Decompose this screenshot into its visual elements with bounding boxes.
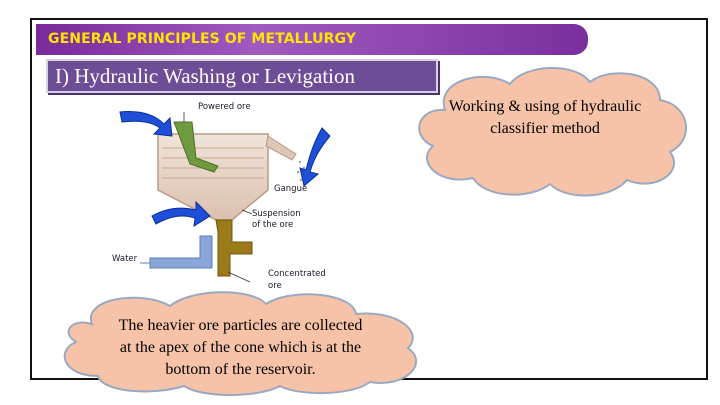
label-suspension-2: of the ore — [252, 220, 293, 230]
arrow-gangue — [299, 127, 331, 187]
section-title: I) Hydraulic Washing or Levigation — [55, 64, 356, 88]
header-bar: GENERAL PRINCIPLES OF METALLURGY — [36, 24, 588, 55]
callout-bottom-line2: at the apex of the cone which is at the — [119, 339, 362, 356]
gangue-spout — [265, 135, 297, 161]
arrow-powered-ore — [119, 111, 173, 137]
ore-feed — [173, 121, 219, 173]
callout-right-line2: classifier method — [490, 120, 600, 137]
hydraulic-classifier-diagram: Powered ore Gangue Suspension of the ore… — [112, 102, 331, 291]
arrow-suspension — [151, 200, 211, 227]
concentrated-outlet — [215, 219, 253, 277]
label-gangue: Gangue — [274, 184, 307, 194]
callout-bottom-line1: The heavier ore particles are collected — [118, 317, 363, 334]
callout-right-text: Working & using of hydraulic classifier … — [410, 96, 680, 140]
label-concentrated-1: Concentrated — [268, 269, 326, 279]
header-title: GENERAL PRINCIPLES OF METALLURGY — [48, 31, 357, 47]
section-title-box: I) Hydraulic Washing or Levigation — [46, 59, 438, 93]
callout-cloud-right — [418, 66, 687, 197]
callout-cloud-bottom — [63, 291, 417, 396]
callout-bottom-text: The heavier ore particles are collected … — [68, 315, 413, 381]
label-suspension-1: Suspension — [252, 209, 301, 219]
callout-bottom-line3: bottom of the reservoir. — [165, 361, 316, 378]
callout-right-line1: Working & using of hydraulic — [448, 98, 642, 115]
label-concentrated-2: ore — [268, 281, 282, 291]
water-pipe — [149, 235, 213, 269]
label-powered-ore: Powered ore — [198, 102, 251, 112]
reservoir-tank — [157, 133, 269, 221]
label-water: Water — [112, 254, 138, 264]
